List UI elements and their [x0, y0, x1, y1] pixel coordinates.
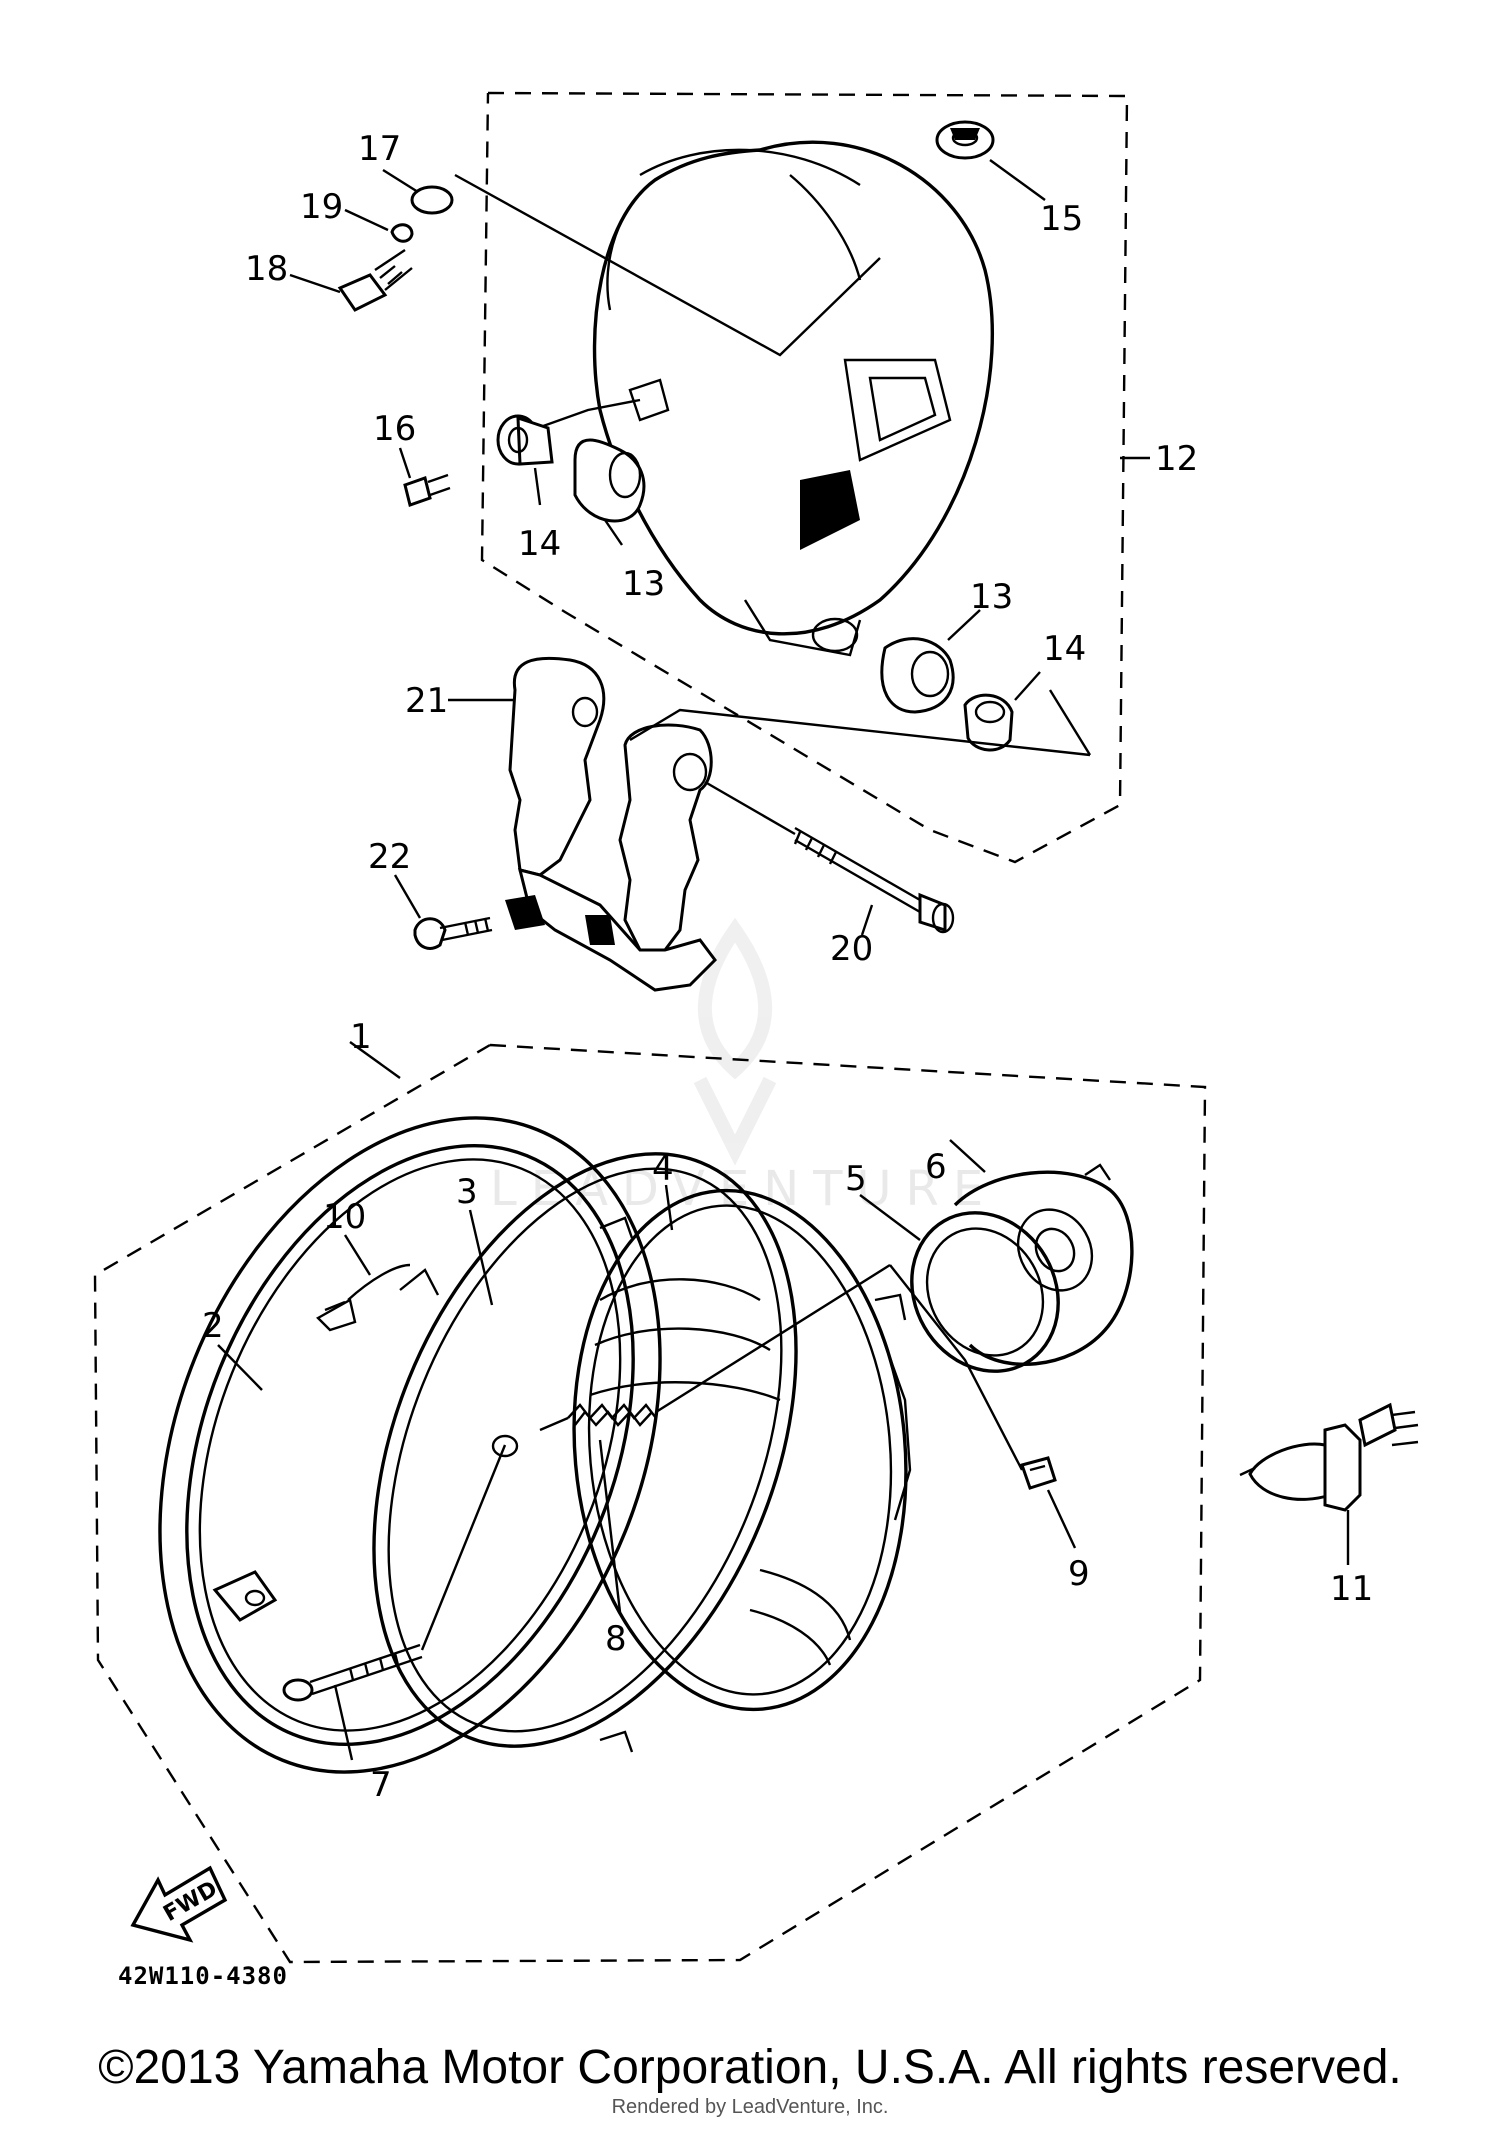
fwd-arrow-icon: FWD [130, 1865, 228, 1943]
part-14-bushing-left [496, 414, 554, 466]
callout-9: 9 [1068, 1554, 1090, 1594]
callout-11: 11 [1330, 1569, 1373, 1609]
callout-14a: 14 [518, 524, 561, 564]
part-14-bushing-right [963, 693, 1014, 752]
callout-13b: 13 [970, 577, 1013, 617]
callout-3: 3 [456, 1172, 478, 1212]
callout-2: 2 [202, 1306, 224, 1346]
part-5-socket-ring [910, 1211, 1060, 1373]
part-9-nut-clip [1020, 1456, 1057, 1490]
part-4-lens-unit [572, 1188, 912, 1712]
callout-16: 16 [373, 409, 416, 449]
callout-20: 20 [830, 929, 873, 969]
callout-14b: 14 [1043, 629, 1086, 669]
rendered-by-notice: Rendered by LeadVenture, Inc. [611, 2096, 889, 2118]
callout-12: 12 [1155, 439, 1198, 479]
callout-21: 21 [405, 681, 448, 721]
headlight-assembly-outline [93, 1043, 1207, 1964]
part-13-damper-right [880, 637, 955, 714]
watermark-text: LEADVENTURE [490, 1161, 997, 1217]
callout-22: 22 [368, 837, 411, 877]
part-16-screw [403, 473, 451, 507]
callout-4: 4 [652, 1149, 674, 1189]
callout-1: 1 [350, 1017, 372, 1057]
part-11-bulb [1239, 1402, 1419, 1512]
part-19-lockwasher [390, 223, 414, 243]
callout-15: 15 [1040, 199, 1083, 239]
part-21-bracket [505, 656, 717, 992]
part-20-long-bolt [793, 826, 955, 934]
callout-18: 18 [245, 249, 288, 289]
callout-7: 7 [370, 1765, 392, 1805]
callout-5: 5 [845, 1159, 867, 1199]
headlight-housing [592, 140, 995, 657]
callout-6: 6 [925, 1147, 947, 1187]
part-22-bolt [413, 916, 493, 950]
callout-10: 10 [323, 1197, 366, 1237]
part-10-clip [316, 1263, 411, 1332]
callout-8: 8 [605, 1619, 627, 1659]
part-15-grommet [935, 120, 995, 160]
part-7-screw [282, 1643, 423, 1702]
figure-code: 42W110-4380 [118, 1962, 288, 1990]
part-2-rim [158, 1116, 662, 1774]
part-13-damper-left [573, 438, 646, 523]
callout-19: 19 [300, 187, 343, 227]
part-17-washer [410, 185, 454, 215]
part-8-spring [567, 1403, 657, 1427]
part-6-socket-cover [953, 1163, 1134, 1366]
callout-17: 17 [358, 129, 401, 169]
part-3-seal-ring [372, 1152, 798, 1753]
copyright-notice: ©2013 Yamaha Motor Corporation, U.S.A. A… [98, 2041, 1402, 2094]
callout-13a: 13 [622, 564, 665, 604]
part-18-bolt [337, 249, 413, 312]
watermark-flame-logo-icon [693, 917, 777, 1166]
housing-group-outline [480, 91, 1129, 864]
